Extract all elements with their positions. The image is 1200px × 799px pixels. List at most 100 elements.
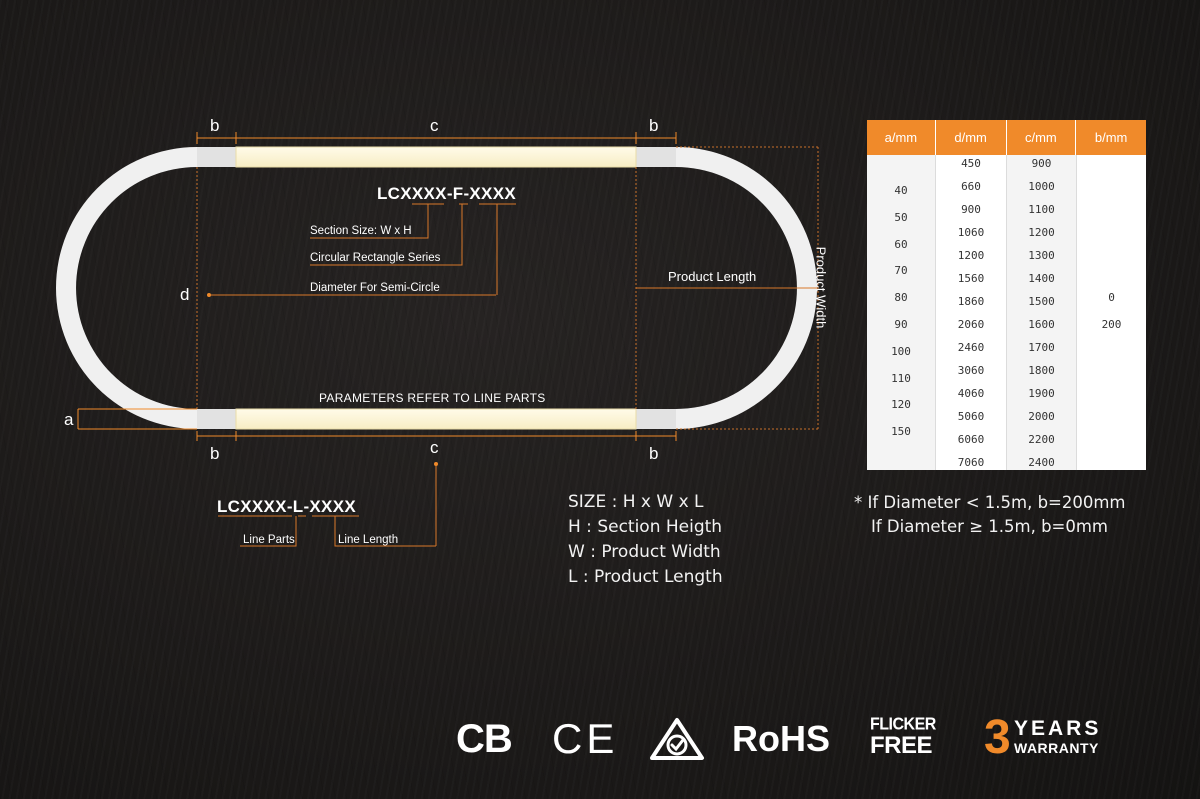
- cb-icon: CB: [456, 716, 522, 762]
- rcm-icon: [648, 716, 706, 762]
- ce-icon: CE: [552, 716, 614, 762]
- table-cell-d: 1860: [957, 295, 985, 308]
- d-marker-dot: [207, 293, 211, 297]
- table-cell-d: 1560: [957, 272, 985, 285]
- table-cell-c: 1600: [1028, 318, 1055, 331]
- dim-b-top-left: b: [210, 116, 220, 135]
- free-text: FREE: [870, 732, 933, 759]
- line-length-label: Line Length: [338, 534, 399, 546]
- top-dimension-lines: [196, 132, 677, 144]
- rohs-text: RoHS: [732, 718, 830, 759]
- table-cell-c: 2400: [1028, 456, 1055, 469]
- table-cell-b: 200: [1101, 318, 1122, 331]
- size-legend-w: W : Product Width: [568, 542, 721, 562]
- table-cell-a: 70: [894, 264, 908, 278]
- dim-b-bottom-left: b: [210, 444, 220, 463]
- note-diameter-large: If Diameter ≥ 1.5m, b=0mm: [871, 517, 1109, 536]
- table-cell-d: 3060: [957, 364, 985, 377]
- warranty-text: WARRANTY: [1014, 740, 1099, 756]
- table-cell-c: 1100: [1028, 203, 1055, 216]
- table-separator: [1006, 120, 1007, 470]
- flicker-free-icon: FLICKER FREE: [870, 715, 958, 762]
- table-cell-d: 1200: [957, 249, 985, 262]
- line-code-leaders: [218, 466, 437, 547]
- dim-d: d: [180, 285, 190, 304]
- b-segment-top-right: [636, 147, 676, 167]
- table-cell-d: 1060: [957, 226, 985, 239]
- b-segment-bottom-right: [636, 409, 676, 429]
- table-separator: [935, 120, 936, 470]
- table-cell-d: 900: [961, 203, 981, 216]
- size-legend-h: H : Section Heigth: [568, 517, 723, 537]
- table-cell-d: 2060: [957, 318, 985, 331]
- rohs-icon: RoHS: [732, 716, 844, 762]
- dim-c-top: c: [430, 116, 439, 135]
- section-size-label: Section Size: W x H: [310, 225, 412, 237]
- profile-outer-band: [56, 147, 817, 429]
- bottom-dimension-lines: [196, 431, 677, 441]
- table-cell-a: 150: [891, 425, 911, 439]
- table-cell-c: 2000: [1028, 410, 1055, 423]
- dim-b-top-right: b: [649, 116, 659, 135]
- table-cell-c: 1700: [1028, 341, 1055, 354]
- ce-text: CE: [552, 715, 619, 762]
- product-width-label: Product Width: [813, 246, 829, 329]
- series-label: Circular Rectangle Series: [310, 252, 441, 264]
- header-a: a/mm: [867, 120, 935, 155]
- b-segment-top-left: [197, 147, 236, 167]
- table-cell-a: 100: [891, 344, 911, 358]
- table-cell-c: 1400: [1028, 272, 1055, 285]
- table-cell-d: 6060: [957, 433, 985, 446]
- diameter-label: Diameter For Semi-Circle: [310, 282, 440, 294]
- table-cell-c: 1300: [1028, 249, 1055, 262]
- dim-a: a: [64, 410, 74, 429]
- table-cell-c: 900: [1031, 157, 1052, 170]
- flicker-text: FLICKER: [870, 715, 936, 734]
- table-cell-d: 2460: [957, 341, 985, 354]
- table-cell-a: 80: [894, 291, 908, 305]
- table-cell-c: 1500: [1028, 295, 1055, 308]
- c-marker-dot: [434, 462, 438, 466]
- table-cell-c: 1900: [1028, 387, 1055, 400]
- table-cell-a: 40: [894, 184, 908, 197]
- note-diameter-small: * If Diameter < 1.5m, b=200mm: [854, 493, 1126, 512]
- table-cell-c: 1200: [1028, 226, 1055, 239]
- table-cell-d: 660: [961, 180, 981, 193]
- circular-code-leaders: [310, 203, 516, 295]
- warranty-years-text: YEARS: [1014, 717, 1102, 740]
- product-length-label: Product Length: [668, 269, 757, 284]
- table-cell-a: 90: [894, 318, 908, 331]
- table-separator: [1076, 120, 1077, 470]
- header-b: b/mm: [1075, 120, 1146, 155]
- table-cell-d: 7060: [957, 456, 985, 469]
- warranty-icon: 3 YEARS WARRANTY: [984, 712, 1114, 764]
- table-header: a/mm d/mm c/mm b/mm: [867, 120, 1146, 155]
- rcm-triangle-icon: [650, 718, 704, 760]
- warranty-years-number: 3: [984, 711, 1011, 764]
- table-cell-a: 120: [891, 398, 911, 412]
- dim-b-bottom-right: b: [649, 444, 659, 463]
- table-cell-a: 110: [891, 371, 911, 385]
- table-cell-c: 1000: [1028, 180, 1055, 193]
- header-c: c/mm: [1005, 120, 1076, 155]
- table-cell-d: 450: [961, 157, 981, 170]
- a-dimension: [77, 408, 197, 430]
- header-d: d/mm: [934, 120, 1006, 155]
- line-parts-label: Line Parts: [243, 534, 295, 546]
- b-segment-bottom-left: [197, 409, 236, 429]
- led-strip-bottom: [235, 408, 637, 430]
- dim-c-bottom: c: [430, 438, 439, 457]
- line-parts-note: PARAMETERS REFER TO LINE PARTS: [319, 391, 546, 405]
- table-cell-d: 4060: [957, 387, 985, 400]
- table-cell-a: 50: [894, 210, 908, 224]
- size-legend-l: L : Product Length: [568, 567, 723, 587]
- column-d: 450 660 900 1060 1200 1560 1860 2060 2460 3060 406…: [936, 155, 1006, 470]
- cb-text: CB: [456, 717, 513, 761]
- led-strip-top: [235, 146, 637, 168]
- circular-model-code: LCXXXX-F-XXXX: [377, 184, 516, 203]
